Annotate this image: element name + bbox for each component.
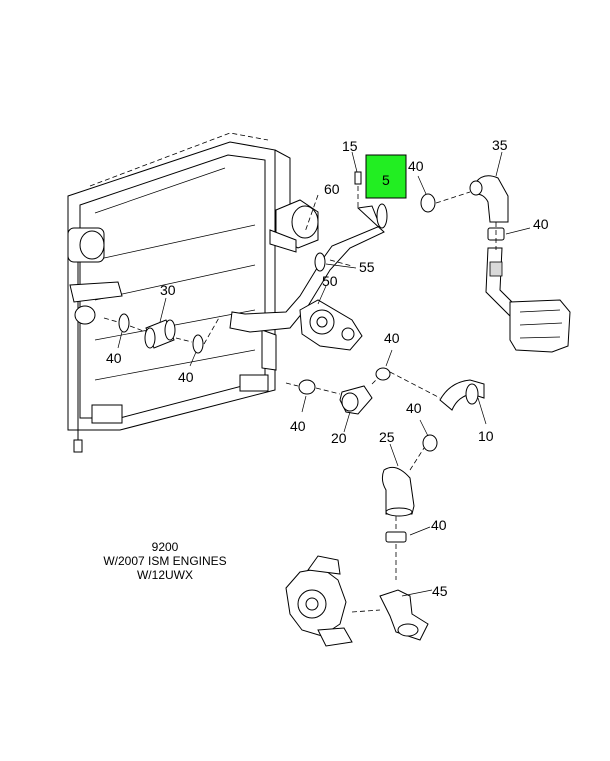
callout-40-right: 40 <box>533 216 549 232</box>
callout-40-mid: 40 <box>290 418 306 434</box>
rear-pipe-assembly <box>485 222 571 353</box>
callout-15: 15 <box>342 138 358 154</box>
turbocharger <box>285 555 381 647</box>
callout-40-left-a: 40 <box>106 350 122 366</box>
bolt-15 <box>351 151 362 210</box>
callout-40-r2: 40 <box>406 400 422 416</box>
callout-5[interactable]: 5 <box>382 172 390 188</box>
callout-40-top: 40 <box>408 158 424 174</box>
clamp-40-left-b <box>189 334 204 367</box>
highlight-box-part-5[interactable] <box>365 154 407 199</box>
callout-50: 50 <box>322 273 338 289</box>
clamp-40-r2 <box>409 419 438 471</box>
callout-40-mid-b: 40 <box>384 330 400 346</box>
clamp-40-mid <box>298 379 316 413</box>
caption-line-2: W/2007 ISM ENGINES <box>103 554 226 568</box>
elbow-20 <box>339 385 373 433</box>
callout-40-lower: 40 <box>431 517 447 533</box>
hose-25 <box>381 443 415 517</box>
callout-40-left-b: 40 <box>178 369 194 385</box>
caption-line-1: 9200 <box>152 540 179 554</box>
clamp-40-mid-b <box>375 349 393 381</box>
caption-line-3: W/12UWX <box>137 568 193 582</box>
fitting-45 <box>379 589 433 641</box>
hose-60-leader <box>304 194 319 233</box>
radiator-assembly <box>67 132 319 453</box>
callout-10: 10 <box>478 428 494 444</box>
elbow-35 <box>469 151 509 223</box>
clamp-55 <box>314 252 357 272</box>
callout-30: 30 <box>160 282 176 298</box>
callout-35: 35 <box>492 137 508 153</box>
clamp-40-top <box>417 175 471 213</box>
callout-45: 45 <box>432 583 448 599</box>
clamp-40-left-a <box>117 313 130 349</box>
callout-60: 60 <box>324 181 340 197</box>
callout-20: 20 <box>331 430 347 446</box>
hose-10 <box>439 379 487 425</box>
callout-25: 25 <box>379 429 395 445</box>
callout-55: 55 <box>359 259 375 275</box>
clamp-40-lower <box>385 516 431 580</box>
pump-50 <box>299 285 363 351</box>
sleeve-30 <box>144 297 176 349</box>
diagram-caption: 9200 W/2007 ISM ENGINES W/12UWX <box>103 540 226 582</box>
